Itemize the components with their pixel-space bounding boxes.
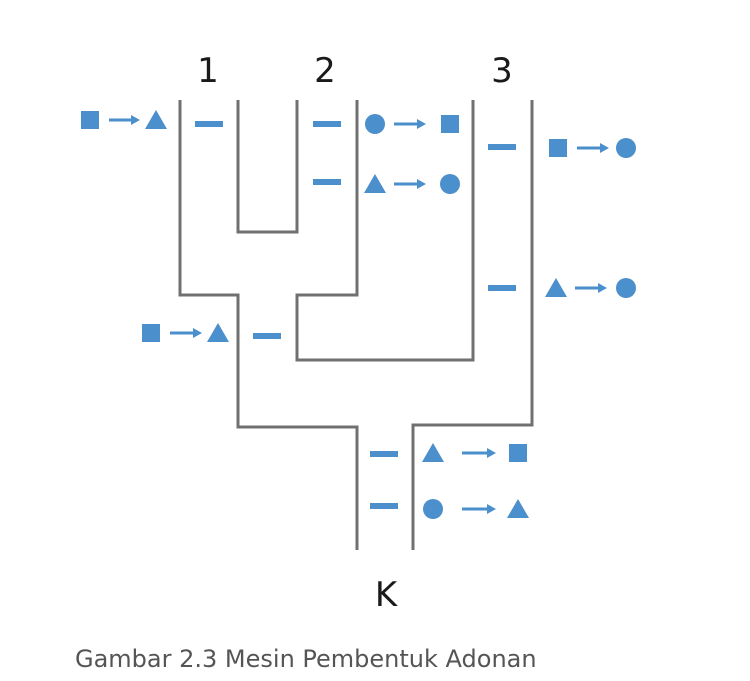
arrow-right-icon xyxy=(598,283,607,293)
square-icon xyxy=(441,115,459,133)
pipe-outer-right-wall xyxy=(411,100,534,550)
circle-icon xyxy=(440,174,460,194)
input-label-1: 1 xyxy=(197,51,219,91)
rule-r5 xyxy=(545,278,636,298)
square-icon xyxy=(549,139,567,157)
square-icon xyxy=(142,324,160,342)
triangle-icon xyxy=(145,110,167,129)
square-icon xyxy=(509,444,527,462)
arrow-right-icon xyxy=(600,143,609,153)
input-label-3: 3 xyxy=(491,51,513,91)
rule-r4 xyxy=(549,138,636,158)
pipe-outer-left-wall xyxy=(178,100,359,550)
rule-r3 xyxy=(364,174,460,194)
circle-icon xyxy=(365,114,385,134)
arrow-right-icon xyxy=(193,328,202,338)
arrow-right-icon xyxy=(487,504,496,514)
transform-rules xyxy=(81,110,636,519)
rule-r7 xyxy=(422,443,527,462)
output-label-k: K xyxy=(375,575,399,615)
rule-r6 xyxy=(142,323,229,342)
triangle-icon xyxy=(207,323,229,342)
input-label-2: 2 xyxy=(314,51,336,91)
triangle-icon xyxy=(364,174,386,193)
arrow-right-icon xyxy=(417,119,426,129)
circle-icon xyxy=(616,278,636,298)
arrow-right-icon xyxy=(487,448,496,458)
triangle-icon xyxy=(507,499,529,518)
rule-r1 xyxy=(81,110,167,129)
rule-r8 xyxy=(423,499,529,519)
pipe-inner-wall-2-3 xyxy=(295,100,475,362)
figure-caption: Gambar 2.3 Mesin Pembentuk Adonan xyxy=(75,645,537,673)
circle-icon xyxy=(423,499,443,519)
gates xyxy=(195,121,516,509)
pipe-walls xyxy=(178,100,534,550)
arrow-right-icon xyxy=(417,179,426,189)
triangle-icon xyxy=(545,278,567,297)
circle-icon xyxy=(616,138,636,158)
rule-r2 xyxy=(365,114,459,134)
pipe-u-bend-1-2 xyxy=(236,100,299,234)
square-icon xyxy=(81,111,99,129)
triangle-icon xyxy=(422,443,444,462)
arrow-right-icon xyxy=(131,115,140,125)
